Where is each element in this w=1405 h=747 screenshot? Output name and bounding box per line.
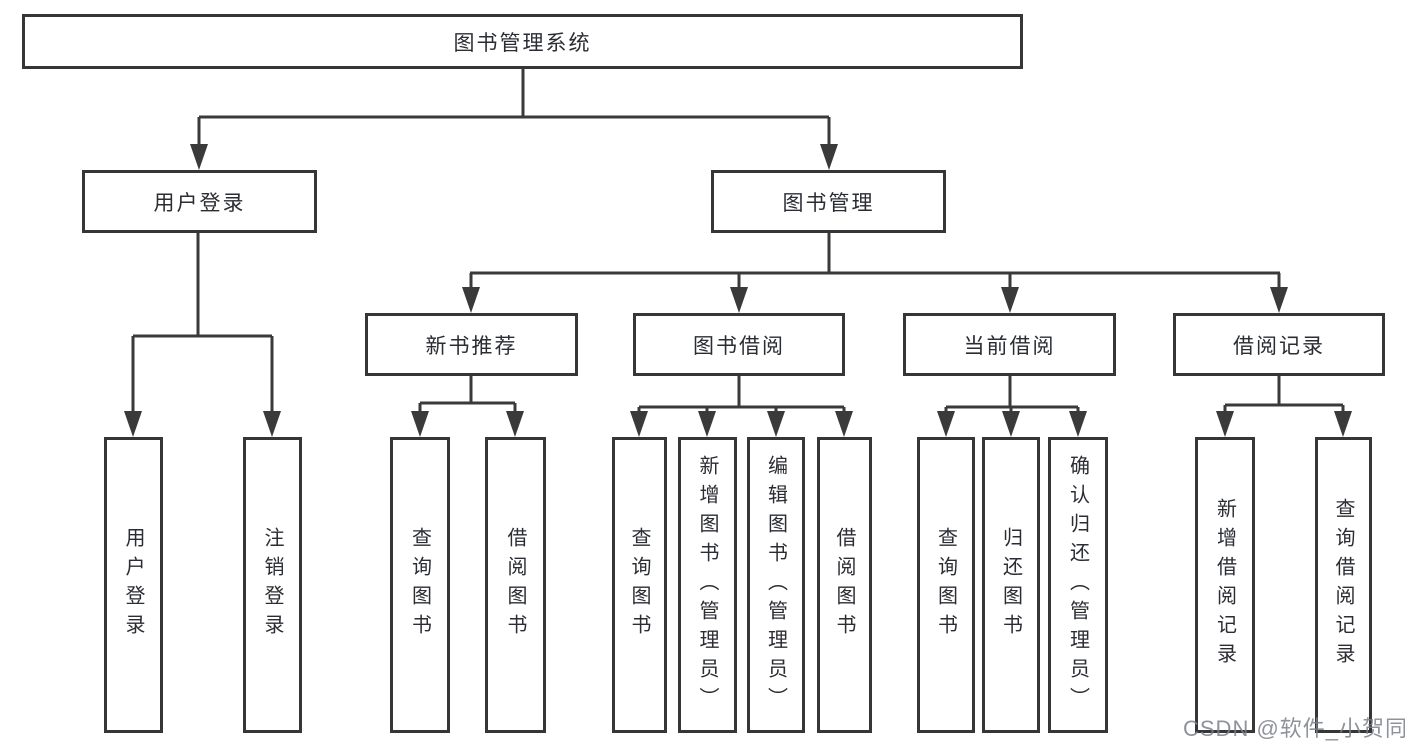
node-user-login-leaf: 用户登录 [104, 437, 163, 733]
node-borrow-records: 借阅记录 [1173, 313, 1385, 376]
node-add-book-admin: 新增图书（管理员） [678, 437, 737, 733]
node-query-books-borrow: 查询图书 [612, 437, 667, 733]
node-new-book-recommend: 新书推荐 [365, 313, 578, 376]
node-add-borrow-record: 新增借阅记录 [1195, 437, 1255, 733]
node-user-login: 用户登录 [82, 170, 317, 233]
node-borrow-books-leaf: 借阅图书 [817, 437, 872, 733]
node-book-management: 图书管理 [711, 170, 946, 233]
node-query-books-current: 查询图书 [917, 437, 975, 733]
node-confirm-return-admin: 确认归还（管理员） [1048, 437, 1108, 733]
watermark: CSDN @软件_小贺同学 [1183, 716, 1405, 741]
node-query-borrow-record: 查询借阅记录 [1315, 437, 1372, 733]
node-return-book: 归还图书 [982, 437, 1040, 733]
node-edit-book-admin: 编辑图书（管理员） [747, 437, 805, 733]
node-logout: 注销登录 [243, 437, 302, 733]
node-root: 图书管理系统 [22, 14, 1023, 69]
node-borrow-books-recommend: 借阅图书 [485, 437, 546, 733]
node-book-borrow: 图书借阅 [633, 313, 845, 376]
node-current-borrow: 当前借阅 [903, 313, 1116, 376]
arrowheads [124, 144, 1352, 437]
node-query-books-recommend: 查询图书 [390, 437, 450, 733]
